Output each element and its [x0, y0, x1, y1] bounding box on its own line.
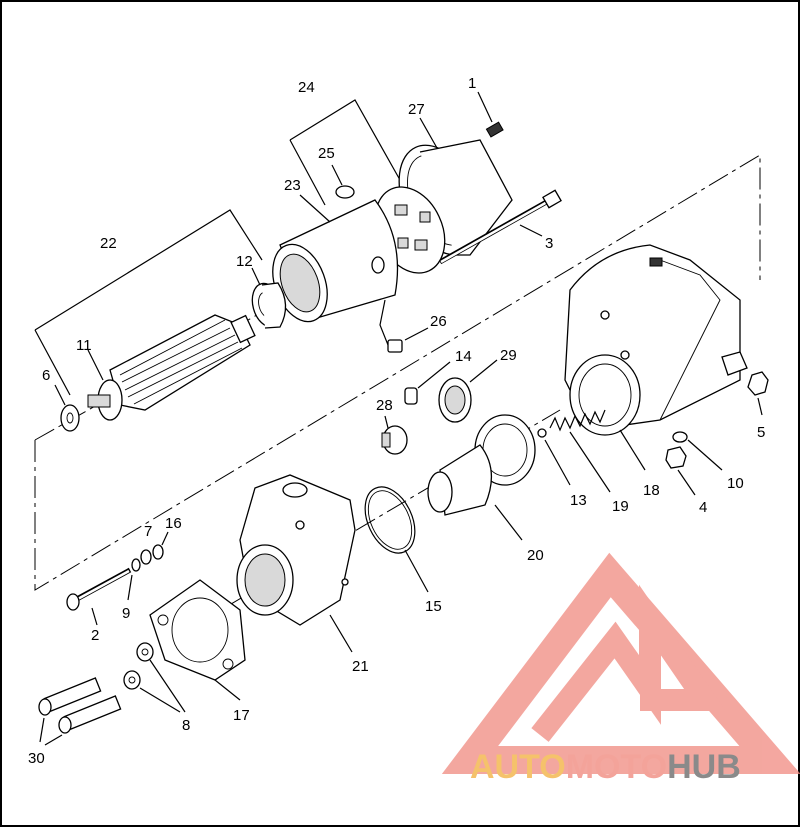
label-3: 3 — [545, 235, 553, 252]
label-29: 29 — [500, 347, 517, 364]
label-2: 2 — [91, 627, 99, 644]
label-12: 12 — [236, 253, 253, 270]
part-21-drive-housing — [236, 474, 356, 653]
part-30-cap-screws — [38, 677, 122, 746]
label-6: 6 — [42, 367, 50, 384]
watermark-text: AUTOMOTOHUB — [470, 748, 741, 786]
label-22: 22 — [100, 235, 117, 252]
part-9-washer — [127, 558, 141, 601]
label-14: 14 — [455, 348, 472, 365]
watermark-hub: HUB — [667, 748, 741, 786]
part-5-nut — [721, 351, 769, 416]
part-7-washer — [140, 549, 152, 565]
part-11-armature — [87, 314, 256, 421]
part-18-housing — [564, 244, 741, 471]
part-27-cover — [398, 117, 513, 256]
label-24: 24 — [298, 79, 315, 96]
label-26: 26 — [430, 313, 447, 330]
part-16-washer — [152, 531, 169, 560]
part-8-washers — [123, 642, 186, 713]
part-2-bolt — [66, 567, 132, 626]
label-27: 27 — [408, 101, 425, 118]
label-20: 20 — [527, 547, 544, 564]
label-19: 19 — [612, 498, 629, 515]
label-4: 4 — [699, 499, 707, 516]
watermark-auto: AUTO — [470, 748, 566, 786]
label-17: 17 — [233, 707, 250, 724]
watermark-moto: MOTO — [566, 748, 667, 786]
part-20-clutch — [427, 414, 536, 541]
part-23-field-frame — [272, 194, 399, 323]
label-8: 8 — [182, 717, 190, 734]
part-number-labels: 1 2 3 4 5 6 7 8 9 10 11 12 13 14 15 16 1… — [28, 75, 765, 767]
part-25-clip — [331, 164, 355, 199]
part-26-lead-wire — [379, 299, 429, 353]
label-15: 15 — [425, 598, 442, 615]
label-5: 5 — [757, 424, 765, 441]
label-23: 23 — [284, 177, 301, 194]
part-28-retainer — [381, 415, 408, 455]
part-10-washer — [672, 431, 723, 471]
watermark-logo-icon — [441, 552, 800, 774]
label-18: 18 — [643, 482, 660, 499]
part-4-nut — [665, 446, 696, 496]
part-3-through-bolt — [438, 189, 562, 265]
part-1-screw — [477, 91, 504, 138]
label-9: 9 — [122, 605, 130, 622]
bracket-lines — [34, 99, 401, 396]
label-1: 1 — [468, 75, 476, 92]
label-13: 13 — [570, 492, 587, 509]
label-11: 11 — [76, 337, 92, 354]
part-29-idler-gear — [438, 359, 498, 423]
label-7: 7 — [144, 523, 152, 540]
label-30: 30 — [28, 750, 45, 767]
part-15-o-ring — [364, 486, 429, 593]
part-14-roller — [404, 361, 451, 405]
part-19-spring — [549, 409, 611, 493]
label-25: 25 — [318, 145, 335, 162]
part-12-bearing — [251, 267, 287, 329]
label-21: 21 — [352, 658, 369, 675]
part-13-ball — [537, 428, 571, 486]
label-28: 28 — [376, 397, 393, 414]
part-17-gasket — [149, 579, 246, 701]
part-6-washer — [54, 384, 80, 432]
label-10: 10 — [727, 475, 744, 492]
label-16: 16 — [165, 515, 182, 532]
